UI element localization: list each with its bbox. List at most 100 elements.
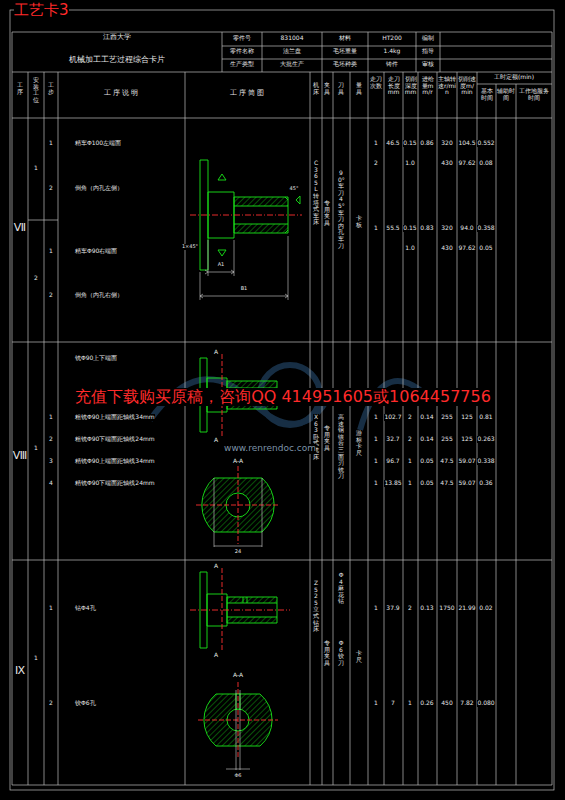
cell-text: 21.99	[458, 605, 475, 612]
cell-text: 2	[49, 700, 53, 707]
cell-text: 430	[441, 160, 452, 167]
cell-text: HT200	[382, 35, 402, 42]
cell-text: A-A	[233, 458, 243, 465]
vertical-cell-text: Z525立式钻床	[313, 580, 319, 633]
cell-text: 7	[391, 700, 395, 707]
vertical-cell-text: C365L转塔式车床	[313, 160, 319, 226]
cell-text: 铰Φ6孔	[75, 700, 96, 707]
cell-text: 94.0	[460, 225, 473, 232]
cell-text: 59.07	[458, 480, 475, 487]
cell-text: 审核	[422, 61, 434, 68]
table-grid	[10, 10, 554, 790]
cell-text: 0.26	[420, 700, 433, 707]
card-title: 工艺卡3	[14, 2, 69, 19]
cell-text: 46.5	[386, 140, 399, 147]
dimension-lines	[200, 236, 288, 300]
cell-text: 大批生产	[280, 61, 304, 68]
cell-text: 7.82	[460, 700, 473, 707]
cell-text: 450	[441, 700, 452, 707]
vertical-cell-text: 夹具	[324, 82, 330, 95]
column-header: 基本时间	[478, 88, 495, 101]
cell-text: 1	[374, 436, 378, 443]
cell-text: 1	[49, 605, 53, 612]
cell-text: 生产类型	[230, 61, 254, 68]
cell-text: 1.0	[405, 160, 415, 167]
grid-lines	[12, 32, 552, 785]
part-sketch-vii	[190, 160, 302, 300]
cell-text: 97.62	[458, 160, 475, 167]
vertical-cell-text: Φ6铰刀	[338, 640, 344, 666]
cell-text: 1	[374, 700, 378, 707]
hatch	[234, 197, 288, 206]
center-line	[198, 682, 278, 758]
cell-text: 2	[49, 436, 53, 443]
column-header: 切削深度mm	[404, 76, 417, 96]
vertical-cell-text: 工步	[48, 82, 54, 95]
cell-text: 0.02	[479, 605, 492, 612]
hatch	[227, 617, 277, 623]
cell-text: A	[214, 437, 218, 444]
cell-text: Φ6	[234, 773, 241, 779]
cell-text: 55.5	[386, 225, 399, 232]
center-line	[190, 215, 302, 216]
cell-text: 2	[408, 414, 412, 421]
vertical-cell-text: 卡板	[356, 215, 362, 228]
cell-text: 2	[374, 160, 378, 167]
cell-text: 粗铣Φ90上端面距轴线34mm	[75, 414, 155, 421]
cell-text: 铸件	[386, 61, 398, 68]
cell-text: 精铣Φ90上端面距轴线34mm	[75, 458, 155, 465]
cell-text: 0.080	[477, 700, 494, 707]
vertical-cell-text: 机床	[313, 82, 319, 95]
column-header: 工作地服务时间	[517, 88, 551, 101]
cell-text: 精铣Φ90下端面距轴线24mm	[75, 480, 155, 487]
cell-text: 0.15	[403, 225, 416, 232]
cell-text: 47.5	[440, 458, 453, 465]
cell-text: 工时定额(min)	[494, 74, 534, 81]
vertical-cell-text: 90°车刀 45°车刀 内孔车刀	[338, 170, 344, 249]
column-header: 辅助时间	[497, 88, 515, 101]
hatch	[227, 597, 277, 603]
cell-text: 工 序 说 明	[104, 90, 139, 98]
cell-text: 1	[374, 225, 378, 232]
cell-text: 255	[441, 436, 452, 443]
cell-text: 1×45°	[182, 244, 198, 250]
cell-text: 97.62	[458, 245, 475, 252]
cell-text: 1.4kg	[384, 48, 401, 55]
cell-text: A1	[218, 262, 225, 268]
column-header: 进给量mm/r	[419, 76, 436, 96]
cell-text: 0.05	[479, 245, 492, 252]
cell-text: 0.08	[479, 160, 492, 167]
cell-text: A	[214, 563, 218, 570]
column-header: 走刀次数	[369, 76, 383, 89]
cell-text: 125	[461, 414, 472, 421]
cell-text: 铣Φ90上下端面	[75, 355, 117, 362]
vertical-cell-text: 卡尺	[356, 650, 362, 663]
vertical-cell-text: Φ4麻花钻	[338, 572, 344, 605]
cell-text: 1	[408, 700, 412, 707]
cell-text: 430	[441, 245, 452, 252]
part-sketch-ix	[190, 568, 290, 770]
vertical-cell-text: 工序	[17, 82, 23, 95]
cell-text: Ⅷ	[13, 450, 28, 462]
cell-text: B1	[241, 286, 248, 292]
vertical-cell-text: 量具	[356, 82, 362, 95]
cell-text: 2	[49, 185, 53, 192]
cell-text: 1.0	[405, 245, 415, 252]
cell-text: 2	[408, 436, 412, 443]
cell-text: 4	[49, 480, 53, 487]
dimension-lines	[214, 478, 262, 547]
cell-text: 0.14	[420, 436, 433, 443]
cell-text: 45°	[290, 186, 299, 192]
cell-text: 320	[441, 225, 452, 232]
cell-text: 0.358	[477, 225, 494, 232]
cell-text: 1	[49, 414, 53, 421]
cell-text: 1	[34, 445, 38, 452]
cell-text: 59.07	[458, 458, 475, 465]
cell-text: 毛坯重量	[333, 48, 357, 55]
cell-text: 1	[408, 458, 412, 465]
hatch	[234, 224, 288, 233]
cell-text: 零件号	[233, 35, 251, 42]
cell-text: 1	[374, 140, 378, 147]
cell-text: 1	[374, 605, 378, 612]
